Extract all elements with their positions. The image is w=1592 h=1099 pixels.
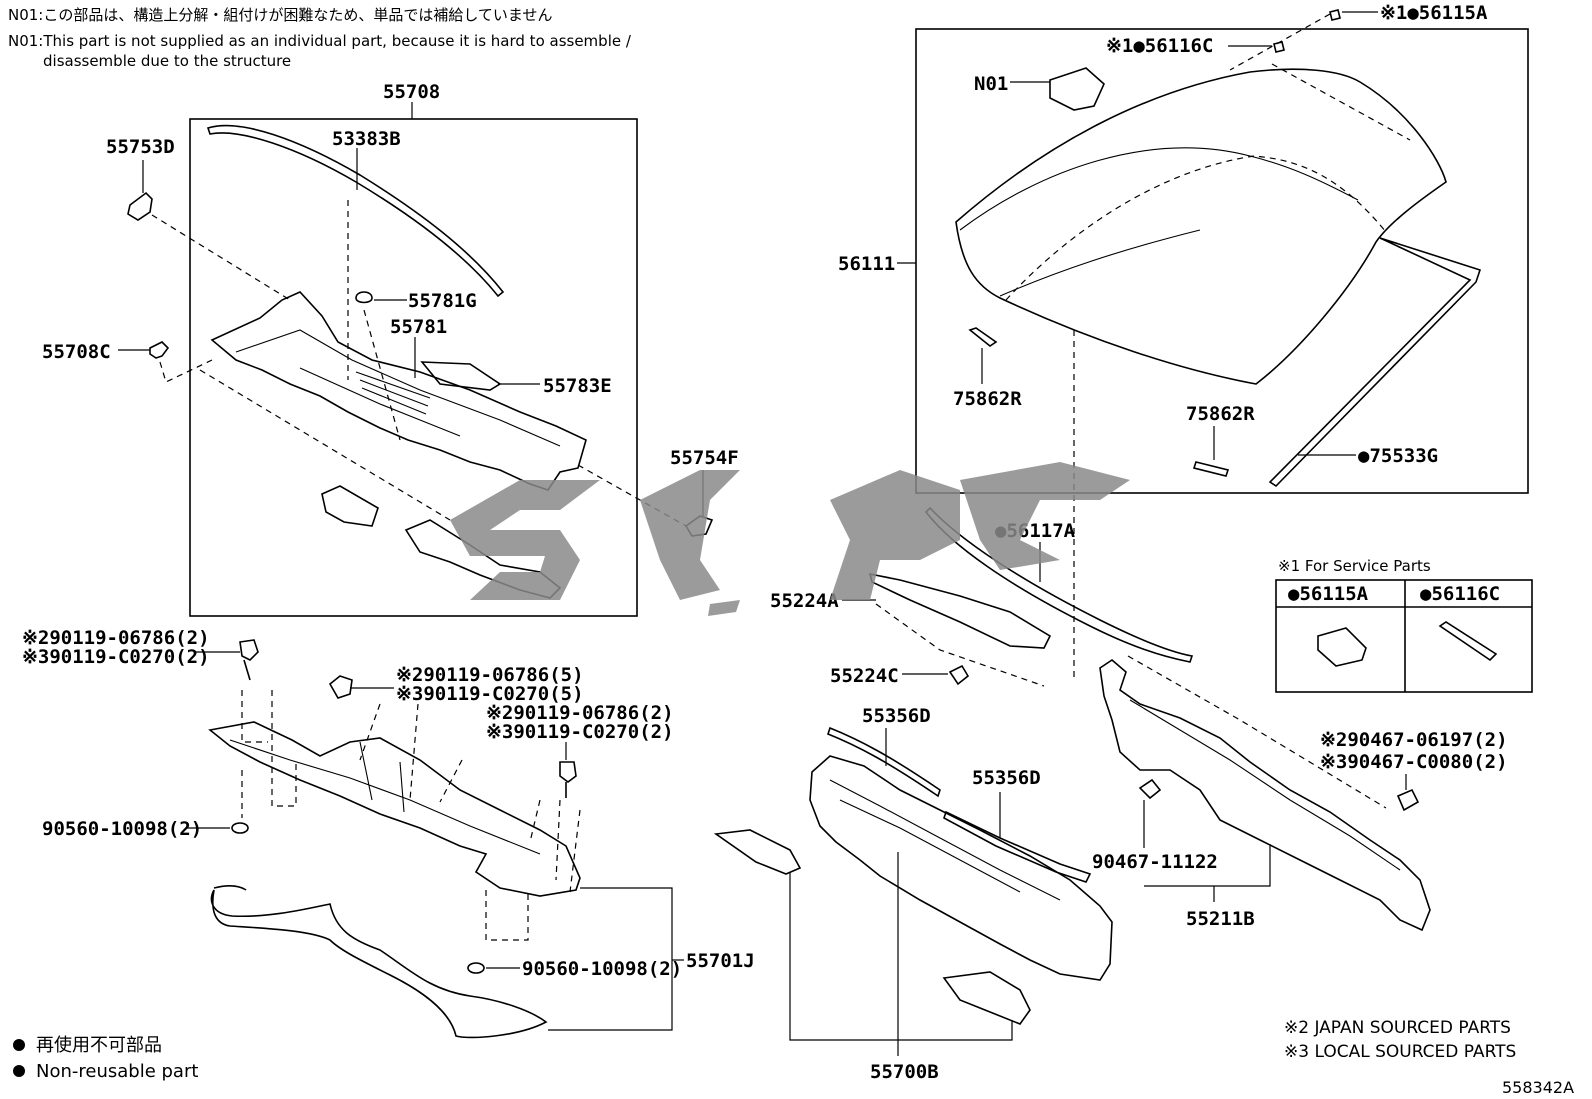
- callout-90467-06197[interactable]: ※290467-06197(2): [1320, 729, 1508, 751]
- part-55211B-cowl-side[interactable]: [1099, 658, 1431, 932]
- part-56116C-detail[interactable]: [1438, 621, 1498, 662]
- callout-56115A-top[interactable]: ※1●56115A: [1380, 2, 1488, 24]
- callout-75862R-right[interactable]: 75862R: [1186, 403, 1255, 425]
- legend-local-sourced: ※3 LOCAL SOURCED PARTS: [1284, 1042, 1516, 1062]
- part-55700B-side-piece[interactable]: [713, 829, 802, 875]
- bolt-90119-c-icon[interactable]: [559, 761, 577, 798]
- part-55700B-lower-piece[interactable]: [942, 971, 1031, 1025]
- part-90467-06197-clip[interactable]: [1396, 788, 1420, 812]
- callout-55700B[interactable]: 55700B: [870, 1061, 939, 1083]
- part-75862R-left[interactable]: [968, 327, 998, 347]
- bolt-90119-b-icon[interactable]: [328, 675, 353, 699]
- bolt-90119-a-icon[interactable]: [239, 639, 259, 681]
- callout-90119-b-japan[interactable]: ※290119-06786(5): [396, 664, 584, 686]
- part-90467-11122-clip[interactable]: [1138, 778, 1162, 800]
- washer-90560-b-icon[interactable]: [467, 962, 485, 974]
- callout-90467-C0080[interactable]: ※390467-C0080(2): [1320, 751, 1508, 773]
- part-56117A-seal[interactable]: [924, 506, 1194, 663]
- callout-56116C-top[interactable]: ※1●56116C: [1106, 35, 1213, 57]
- legend-nonreusable-jp: 再使用不可部品: [36, 1035, 162, 1056]
- callout-53383B[interactable]: 53383B: [332, 128, 401, 150]
- watermark-logo: [450, 462, 1130, 616]
- part-cowl-bracket-small: [321, 485, 379, 527]
- part-56115A-detail[interactable]: [1317, 627, 1367, 667]
- note-n01-english-line2: disassemble due to the structure: [43, 52, 291, 70]
- callout-90119-b-local[interactable]: ※390119-C0270(5): [396, 683, 584, 705]
- assembly-box-56111: [915, 28, 1529, 494]
- part-55753D-clip[interactable]: [127, 191, 153, 221]
- legend-nonreusable-en: Non-reusable part: [36, 1061, 198, 1082]
- callout-90119-c-japan[interactable]: ※290119-06786(2): [486, 702, 674, 724]
- part-56116C-small[interactable]: [1273, 41, 1285, 53]
- note-n01-japanese: N01:この部品は、構造上分解・組付けが困難なため、単品では補給していません: [8, 6, 552, 24]
- callout-90119-a-japan[interactable]: ※290119-06786(2): [22, 627, 210, 649]
- callout-N01[interactable]: N01: [974, 73, 1008, 95]
- legend-japan-sourced: ※2 JAPAN SOURCED PARTS: [1284, 1018, 1511, 1038]
- service-table-col1: ●56115A: [1288, 583, 1369, 605]
- part-55701J-seal-loop[interactable]: [210, 885, 548, 1039]
- service-table: [1275, 579, 1533, 693]
- part-55783E-seal[interactable]: [420, 361, 502, 391]
- legend-bullet-jp-icon: [13, 1039, 25, 1051]
- callout-55781[interactable]: 55781: [390, 316, 447, 338]
- part-56115A-small[interactable]: [1329, 9, 1341, 21]
- callout-55754F[interactable]: 55754F: [670, 447, 739, 469]
- callout-90119-c-local[interactable]: ※390119-C0270(2): [486, 721, 674, 743]
- part-55708-cowl-panel[interactable]: [210, 291, 587, 491]
- part-53383B-seal[interactable]: [206, 124, 505, 298]
- callout-55708[interactable]: 55708: [383, 81, 440, 103]
- legend-bullet-en-icon: [13, 1065, 25, 1077]
- part-55224A-seal[interactable]: [868, 572, 1052, 649]
- part-75862R-right[interactable]: [1192, 461, 1230, 477]
- assembly-box-55708: [189, 118, 638, 617]
- part-N01-mirror-bracket[interactable]: [1049, 67, 1105, 111]
- callout-55224C[interactable]: 55224C: [830, 665, 899, 687]
- washer-90560-a-icon[interactable]: [231, 822, 249, 834]
- callout-75533G[interactable]: ●75533G: [1358, 445, 1438, 467]
- callout-55224A[interactable]: 55224A: [770, 590, 839, 612]
- part-55781G-clip[interactable]: [355, 291, 373, 304]
- part-55708C-clip[interactable]: [149, 341, 170, 359]
- callout-55356D-b[interactable]: 55356D: [972, 767, 1041, 789]
- part-56111-windshield-glass[interactable]: [955, 68, 1447, 385]
- callout-56111[interactable]: 56111: [838, 253, 895, 275]
- part-55356D-seal-b[interactable]: [943, 810, 1092, 883]
- callout-90467-11122[interactable]: 90467-11122: [1092, 851, 1218, 873]
- callout-55356D-a[interactable]: 55356D: [862, 705, 931, 727]
- callout-90560-a[interactable]: 90560-10098(2): [42, 818, 202, 840]
- part-55356D-seal-a[interactable]: [827, 726, 941, 798]
- callout-55781G[interactable]: 55781G: [408, 290, 477, 312]
- callout-75862R-left[interactable]: 75862R: [953, 388, 1022, 410]
- callout-55783E[interactable]: 55783E: [543, 375, 612, 397]
- note-n01-english-line1: N01:This part is not supplied as an indi…: [8, 32, 632, 50]
- callout-55701J[interactable]: 55701J: [686, 950, 755, 972]
- callout-55708C[interactable]: 55708C: [42, 341, 111, 363]
- service-table-title: ※1 For Service Parts: [1278, 557, 1431, 575]
- part-55701J-cowl-brace[interactable]: [208, 721, 581, 897]
- part-75533G-molding[interactable]: [1268, 237, 1482, 488]
- diagram-id: 558342A: [1502, 1078, 1574, 1097]
- callout-55211B[interactable]: 55211B: [1186, 908, 1255, 930]
- callout-90560-b[interactable]: 90560-10098(2): [522, 958, 682, 980]
- part-55700B-cowl-panel[interactable]: [809, 755, 1113, 981]
- callout-90119-a-local[interactable]: ※390119-C0270(2): [22, 646, 210, 668]
- callout-55753D[interactable]: 55753D: [106, 136, 175, 158]
- service-table-col2: ●56116C: [1420, 583, 1500, 605]
- part-55224C-clip[interactable]: [948, 664, 970, 686]
